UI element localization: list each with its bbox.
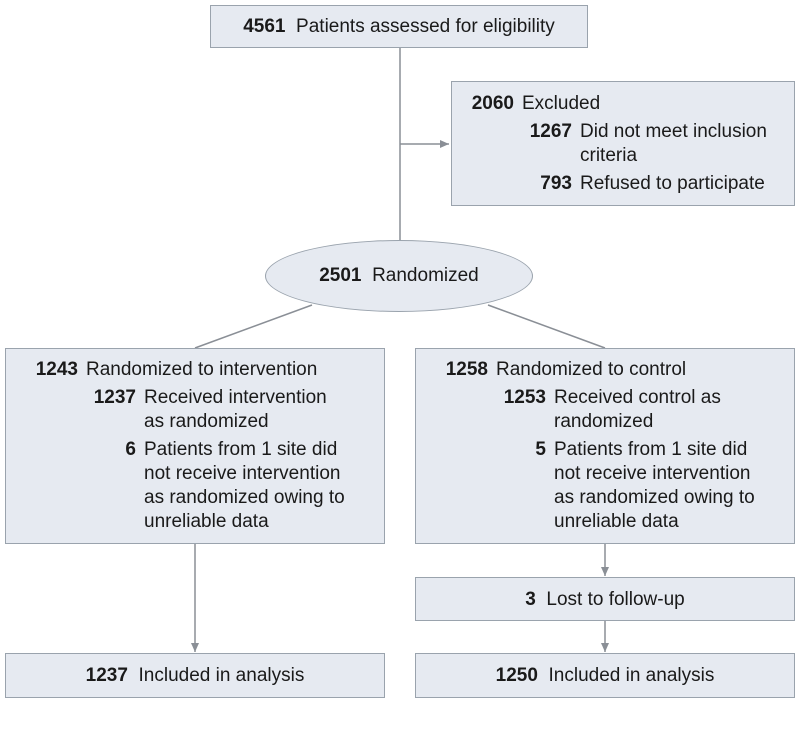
excluded-item-count: 793 [540,173,572,194]
intervention-analysis-label: Included in analysis [138,665,305,686]
lost-followup-box: 3 Lost to follow-up [415,577,795,621]
intervention-item-line: Patients from 1 site did [144,439,338,460]
excluded-item-label: Refused to participate [580,173,765,194]
control-analysis-label: Included in analysis [548,665,715,686]
intervention-analysis-box: 1237 Included in analysis [5,653,385,698]
connector-to-intervention [194,304,313,349]
control-item-line: randomized [554,411,654,432]
excluded-item-count: 1267 [529,121,572,142]
randomized-ellipse: 2501 Randomized [265,240,533,312]
control-item-line: Patients from 1 site did [554,439,748,460]
control-item-line: as randomized owing to [554,487,755,508]
intervention-item-count: 1237 [93,387,136,408]
control-item-line: Received control as [554,387,721,408]
randomized-row: 2501 Randomized [266,264,532,288]
intervention-item-line: as randomized owing to [144,487,345,508]
lost-followup-count: 3 [525,589,536,610]
intervention-analysis-row: 1237 Included in analysis [6,664,384,688]
eligibility-row: 4561 Patients assessed for eligibility [211,15,587,39]
control-label: Randomized to control [496,359,687,380]
connector-to-control [487,304,606,349]
control-item-count: 1253 [503,387,546,408]
excluded-label: Excluded [522,93,601,114]
randomized-label: Randomized [372,265,479,286]
eligibility-label: Patients assessed for eligibility [296,16,555,37]
excluded-item-label: criteria [580,145,638,166]
intervention-item-line: unreliable data [144,511,269,532]
excluded-box: 2060 Excluded 1267 Did not meet inclusio… [451,81,795,206]
randomized-count: 2501 [319,265,362,286]
intervention-item-line: not receive intervention [144,463,341,484]
lost-followup-row: 3 Lost to follow-up [416,588,794,612]
excluded-count: 2060 [471,93,514,114]
intervention-item-count: 6 [125,439,136,460]
eligibility-box: 4561 Patients assessed for eligibility [210,5,588,48]
control-item-line: not receive intervention [554,463,751,484]
control-item-count: 5 [535,439,546,460]
eligibility-count: 4561 [243,16,286,37]
intervention-item-line: Received intervention [144,387,327,408]
intervention-label: Randomized to intervention [86,359,318,380]
control-analysis-count: 1250 [495,665,538,686]
intervention-box: 1243 Randomized to intervention 1237 Rec… [5,348,385,544]
control-count: 1258 [445,359,488,380]
control-box: 1258 Randomized to control 1253 Received… [415,348,795,544]
intervention-analysis-count: 1237 [85,665,128,686]
intervention-item-line: as randomized [144,411,269,432]
intervention-count: 1243 [35,359,78,380]
lost-followup-label: Lost to follow-up [546,589,685,610]
control-analysis-row: 1250 Included in analysis [416,664,794,688]
excluded-item-label: Did not meet inclusion [580,121,767,142]
control-analysis-box: 1250 Included in analysis [415,653,795,698]
control-item-line: unreliable data [554,511,679,532]
